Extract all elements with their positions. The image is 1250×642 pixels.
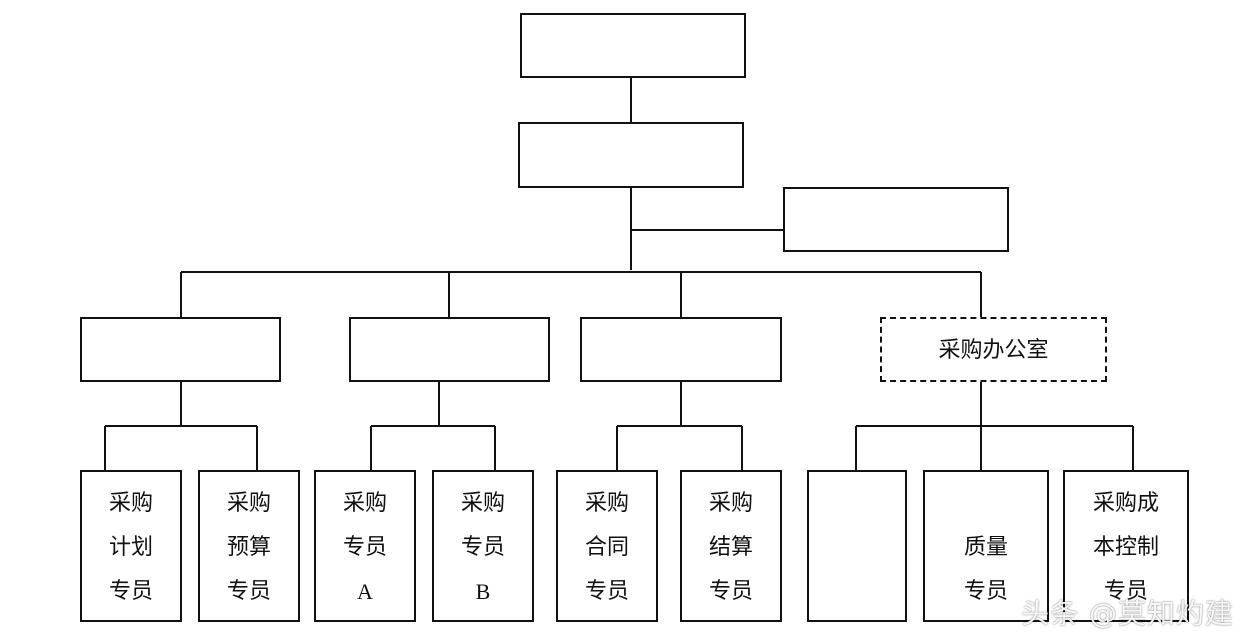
- settlement-role-line-3: 专员: [708, 579, 753, 604]
- specialist-a-role-line-1: 采购: [342, 491, 387, 516]
- watermark-text: 头条 @莫知灼建: [1021, 597, 1234, 630]
- cost-control-role-text: 采购成 本控制 专员: [1065, 482, 1187, 614]
- cost-control-role-line-3: 专员: [1103, 579, 1148, 604]
- specialist-a-role-text: 采购 专员 A: [316, 482, 414, 614]
- contract-role-line-3: 专员: [584, 579, 629, 604]
- specialist-b-role-line-3: B: [475, 579, 491, 604]
- role-box-quality: 质量 专员: [923, 470, 1049, 622]
- specialist-a-role-line-2: 专员: [342, 535, 387, 560]
- second-blank-box: [518, 122, 744, 188]
- quality-role-line-2: 专员: [963, 579, 1008, 604]
- connector-department-drops: [180, 272, 982, 317]
- settlement-role-line-2: 结算: [708, 535, 753, 560]
- contract-role-line-1: 采购: [584, 491, 629, 516]
- specialist-b-role-text: 采购 专员 B: [434, 482, 532, 614]
- role-box-planning: 采购 计划 专员: [80, 470, 182, 622]
- top-blank-box: [520, 13, 746, 78]
- quality-role-text: 质量 专员: [925, 526, 1047, 614]
- department-blank-box-2: [349, 317, 550, 382]
- settlement-role-text: 采购 结算 专员: [682, 482, 780, 614]
- role-box-specialist-b: 采购 专员 B: [432, 470, 534, 622]
- role-box-specialist-a: 采购 专员 A: [314, 470, 416, 622]
- quality-role-line-1: 质量: [963, 535, 1008, 560]
- specialist-b-role-line-2: 专员: [460, 535, 505, 560]
- planning-role-line-2: 计划: [108, 535, 153, 560]
- department-blank-box-1: [80, 317, 281, 382]
- department-blank-box-3: [580, 317, 782, 382]
- budget-role-line-3: 专员: [226, 579, 271, 604]
- role-box-blank: [807, 470, 907, 622]
- role-box-contract: 采购 合同 专员: [556, 470, 658, 622]
- connector-group-2: [370, 382, 496, 470]
- settlement-role-line-1: 采购: [708, 491, 753, 516]
- planning-role-line-3: 专员: [108, 579, 153, 604]
- budget-role-line-2: 预算: [226, 535, 271, 560]
- cost-control-role-line-1: 采购成: [1092, 491, 1159, 516]
- contract-role-line-2: 合同: [584, 535, 629, 560]
- role-box-budget: 采购 预算 专员: [198, 470, 300, 622]
- contract-role-text: 采购 合同 专员: [558, 482, 656, 614]
- cost-control-role-line-2: 本控制: [1092, 535, 1159, 560]
- planning-role-line-1: 采购: [108, 491, 153, 516]
- specialist-b-role-line-1: 采购: [460, 491, 505, 516]
- role-box-cost-control: 采购成 本控制 专员: [1063, 470, 1189, 622]
- planning-role-text: 采购 计划 专员: [82, 482, 180, 614]
- side-blank-box: [783, 187, 1009, 252]
- procurement-office-box: 采购办公室: [880, 317, 1107, 382]
- connector-group-4: [855, 382, 1134, 470]
- budget-role-line-1: 采购: [226, 491, 271, 516]
- connector-group-3: [616, 382, 743, 470]
- role-box-settlement: 采购 结算 专员: [680, 470, 782, 622]
- specialist-a-role-line-3: A: [357, 579, 373, 604]
- connector-group-1: [104, 382, 258, 470]
- procurement-office-label: 采购办公室: [938, 338, 1049, 363]
- budget-role-text: 采购 预算 专员: [200, 482, 298, 614]
